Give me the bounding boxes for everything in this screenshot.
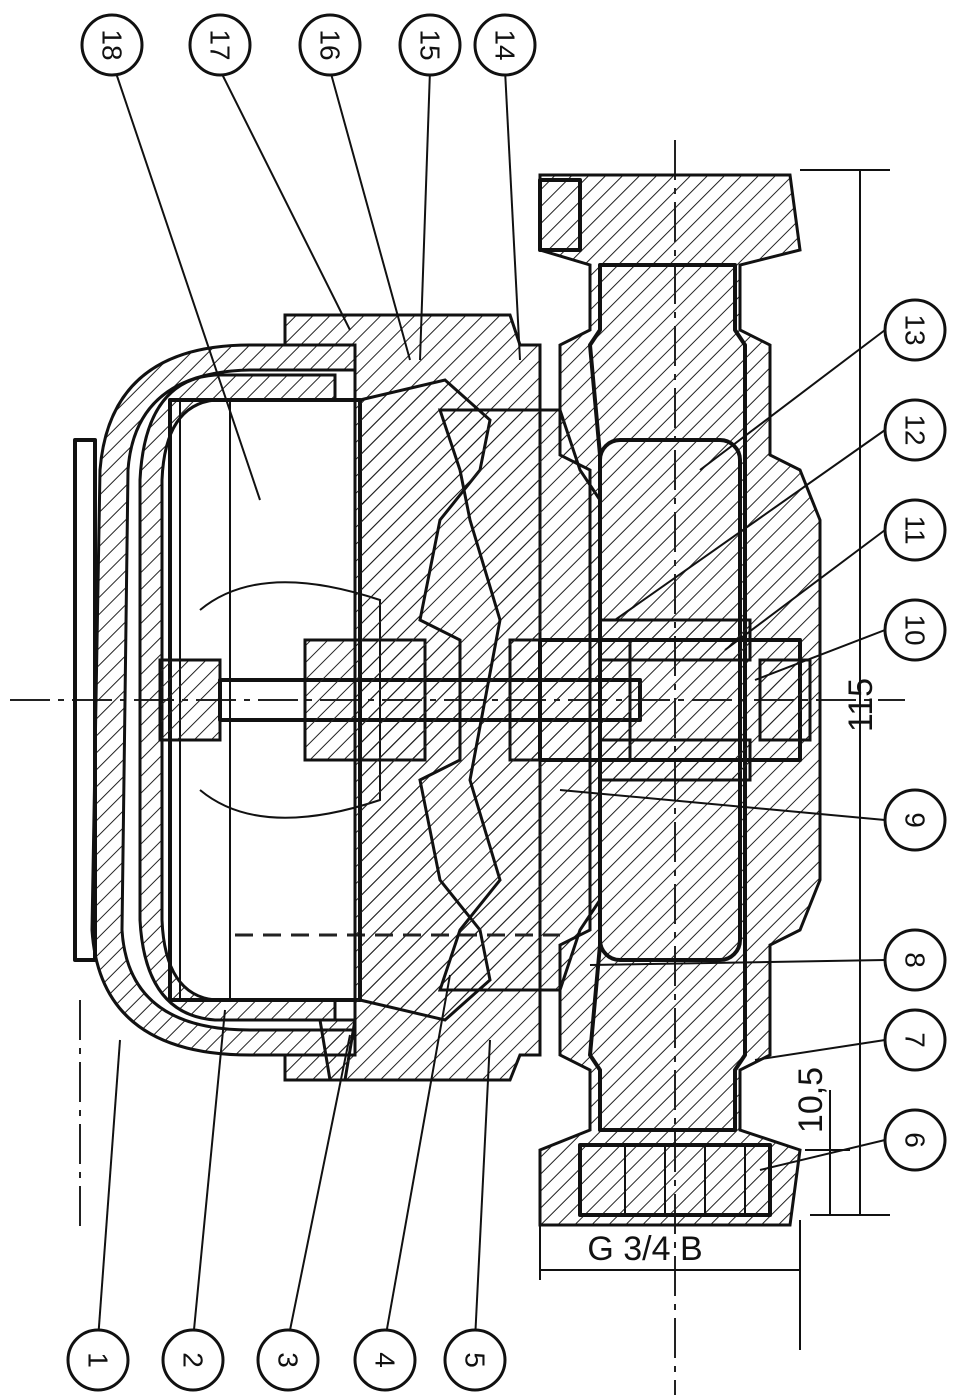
leader-2 xyxy=(192,1009,226,1341)
svg-text:15: 15 xyxy=(415,29,446,60)
svg-text:13: 13 xyxy=(900,314,931,345)
callout-1: 1 xyxy=(66,1328,130,1392)
callout-5: 5 xyxy=(443,1328,507,1392)
pump-chamber xyxy=(598,438,742,962)
svg-text:12: 12 xyxy=(900,414,931,445)
callout-6: 6 xyxy=(883,1108,947,1172)
cover-label-strip xyxy=(73,438,97,962)
leader-15 xyxy=(419,69,431,361)
leader-12 xyxy=(614,429,886,621)
leader-4 xyxy=(384,974,451,1341)
leader-18 xyxy=(114,69,261,501)
svg-text:11: 11 xyxy=(900,515,931,544)
callouts: 18 17 16 15 14 13 12 11 xyxy=(66,13,947,1392)
svg-text:18: 18 xyxy=(97,29,128,60)
callout-14: 14 xyxy=(473,13,537,77)
svg-text:3: 3 xyxy=(273,1352,304,1368)
dimension-offset: 10,5 xyxy=(792,1067,830,1133)
callout-8: 8 xyxy=(883,928,947,992)
leader-11 xyxy=(724,529,886,651)
pipe-bore xyxy=(588,263,747,1132)
leader-7 xyxy=(754,1039,886,1061)
callout-10: 10 xyxy=(883,598,947,662)
callout-16: 16 xyxy=(298,13,362,77)
end-cap xyxy=(758,658,812,742)
dimension-lines: 115 10,5 G 3/4 B xyxy=(539,169,890,1350)
leader-14 xyxy=(504,69,521,361)
callout-2: 2 xyxy=(161,1328,225,1392)
svg-text:16: 16 xyxy=(315,29,346,60)
leader-17 xyxy=(219,69,351,331)
leader-1 xyxy=(97,1039,121,1341)
svg-text:1: 1 xyxy=(83,1352,114,1368)
shaft-cap xyxy=(158,658,222,742)
leader-9 xyxy=(559,789,886,821)
svg-text:6: 6 xyxy=(900,1132,931,1148)
svg-text:10: 10 xyxy=(900,614,931,645)
svg-text:4: 4 xyxy=(370,1352,401,1368)
svg-text:8: 8 xyxy=(900,952,931,968)
upper-thread xyxy=(538,178,582,252)
leader-13 xyxy=(699,329,886,471)
callout-18: 18 xyxy=(80,13,144,77)
svg-text:9: 9 xyxy=(900,812,931,828)
callout-15: 15 xyxy=(398,13,462,77)
dimension-thread: G 3/4 B xyxy=(587,1230,702,1268)
leader-3 xyxy=(287,1034,351,1341)
callout-17: 17 xyxy=(188,13,252,77)
svg-text:14: 14 xyxy=(490,29,521,60)
callout-3: 3 xyxy=(256,1328,320,1392)
dimension-overall-length: 115 xyxy=(842,678,880,732)
leader-16 xyxy=(329,69,411,361)
leader-8 xyxy=(589,959,886,966)
svg-text:2: 2 xyxy=(178,1352,209,1368)
leader-10 xyxy=(754,629,886,681)
leader-5 xyxy=(474,1039,491,1341)
callout-9: 9 xyxy=(883,788,947,852)
lower-union-nut xyxy=(578,1143,772,1217)
pump-flange xyxy=(283,313,602,1082)
impeller xyxy=(437,408,602,992)
callout-12: 12 xyxy=(883,398,947,462)
callout-13: 13 xyxy=(883,298,947,362)
svg-text:17: 17 xyxy=(205,29,236,60)
leader-lines xyxy=(97,69,886,1341)
callout-7: 7 xyxy=(883,1008,947,1072)
callout-11: 11 xyxy=(883,498,947,562)
leader-6 xyxy=(759,1139,886,1171)
callout-4: 4 xyxy=(353,1328,417,1392)
svg-text:7: 7 xyxy=(900,1032,931,1048)
svg-text:5: 5 xyxy=(460,1352,491,1368)
